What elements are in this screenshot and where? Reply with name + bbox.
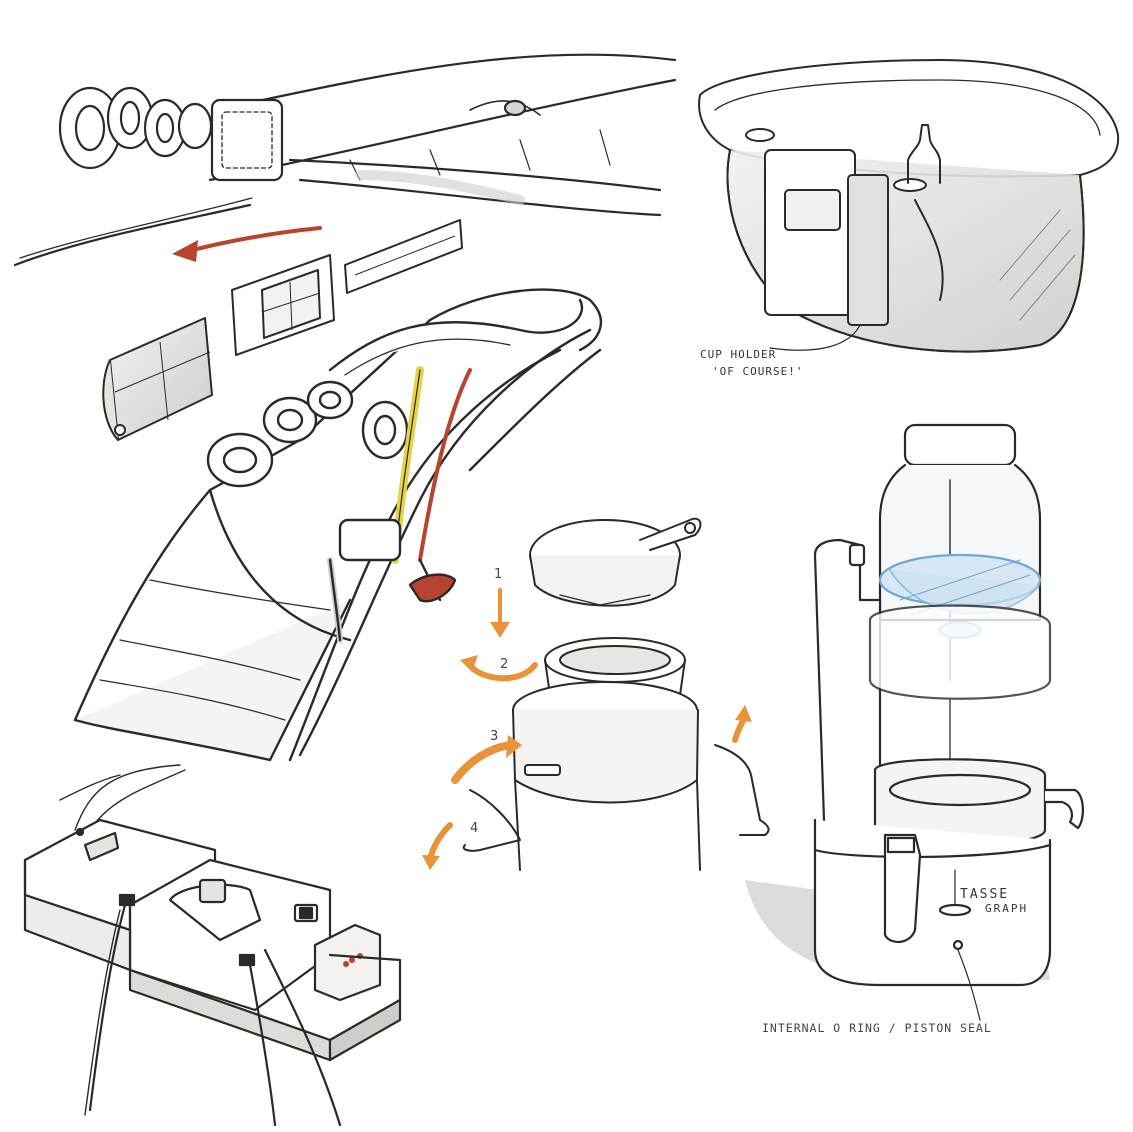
- basket-note-line2: 'OF COURSE!': [712, 365, 803, 378]
- brewer-brand-line2: GRAPH: [985, 902, 1028, 915]
- step-3-label: 3: [490, 729, 498, 744]
- step-2-label: 2: [500, 657, 508, 672]
- brewer-brand-line1: TASSE: [960, 887, 1009, 902]
- charge-cord: [13, 197, 253, 267]
- brewer-caption: INTERNAL O RING / PISTON SEAL: [762, 1021, 992, 1035]
- basket-note-line1: CUP HOLDER: [700, 348, 776, 361]
- lid-assembly-sketch: [422, 517, 770, 871]
- strap-chain-sketch: [58, 53, 677, 217]
- brewer-sketch: [745, 423, 1084, 1021]
- basket-sketch: [698, 59, 1120, 353]
- step-1-label: 1: [494, 567, 502, 582]
- bag-hose-sketch: [73, 288, 602, 762]
- exploded-clip-parts: [102, 219, 463, 441]
- direction-arrow: [172, 226, 322, 262]
- step-4-label: 4: [470, 821, 478, 836]
- charging-dock-sketch: [23, 764, 402, 1127]
